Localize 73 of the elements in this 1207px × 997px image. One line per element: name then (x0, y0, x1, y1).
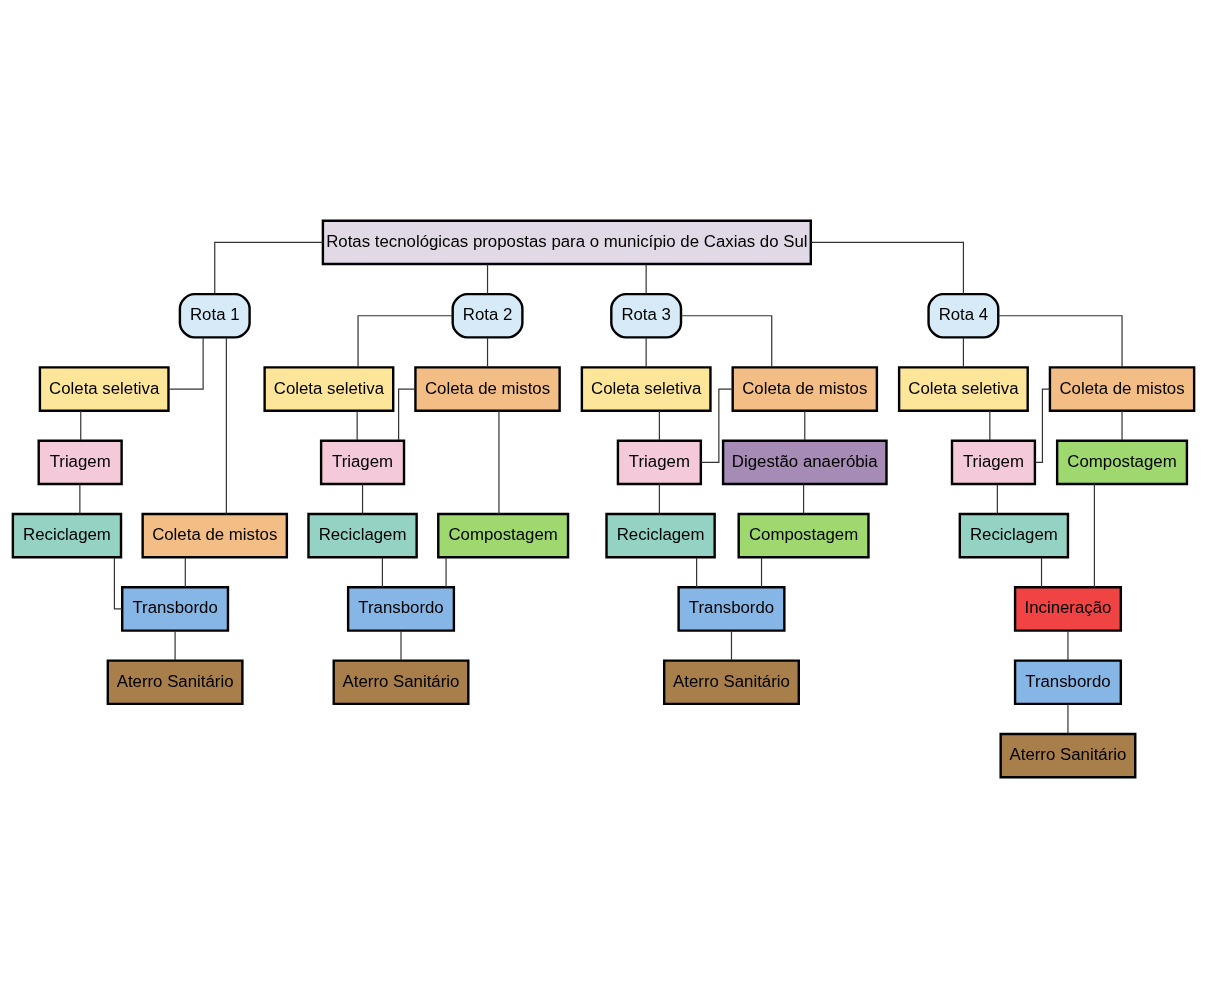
node-box: Coleta de mistos (1048, 365, 1196, 412)
connector (803, 483, 805, 514)
node-box: Aterro Sanitário (106, 658, 244, 705)
node-box: Triagem (950, 439, 1037, 485)
connector (658, 409, 660, 441)
connector (400, 629, 402, 661)
node-box: Compostagem (1055, 439, 1189, 485)
connector (996, 483, 998, 514)
node-box: Triagem (616, 439, 703, 485)
node-box: Reciclagem (605, 512, 716, 558)
node-box: Aterro Sanitário (999, 732, 1137, 778)
connector (680, 314, 773, 368)
connector (167, 336, 204, 390)
node-box: Coleta de mistos (731, 365, 879, 412)
node-box: Compostagem (437, 512, 570, 558)
connector (1067, 703, 1069, 734)
connector (79, 483, 81, 514)
node-box: Coleta seletiva (263, 365, 395, 412)
connector (184, 556, 186, 588)
node-box: Transbordo (1013, 658, 1123, 705)
connector (486, 263, 489, 294)
node-box: Triagem (319, 439, 406, 485)
connector (498, 409, 500, 515)
node-box: Transbordo (121, 585, 230, 632)
node-box: Coleta de mistos (141, 512, 289, 558)
connector (645, 336, 647, 368)
node-box: Rota 1 (178, 292, 251, 339)
connector (398, 387, 416, 441)
connector (696, 556, 698, 588)
connector (214, 241, 324, 294)
node-box: Reciclagem (307, 512, 418, 558)
node-box: Reciclagem (958, 512, 1070, 558)
connector (645, 263, 647, 294)
connector (962, 336, 964, 368)
node-box: Rotas tecnológicas propostas para o município de Caxias do Sul (321, 219, 812, 265)
connector (486, 336, 489, 368)
connector (357, 314, 454, 368)
connector (1040, 556, 1043, 588)
connector (810, 241, 964, 294)
connector (1067, 629, 1069, 661)
node-box: Transbordo (677, 585, 786, 632)
connector (361, 483, 364, 514)
connector (113, 556, 123, 610)
connector (804, 409, 806, 441)
node-box: Reciclagem (11, 512, 123, 558)
node-box: Rota 3 (610, 292, 683, 339)
connector (1121, 409, 1123, 441)
connector (989, 409, 991, 441)
node-box: Triagem (37, 439, 123, 485)
connector (658, 483, 660, 514)
node-box: Transbordo (346, 585, 456, 632)
node-box: Aterro Sanitário (332, 658, 470, 705)
connector (1034, 387, 1051, 463)
node-box: Digestão anaeróbia (721, 439, 888, 485)
connector (225, 336, 227, 514)
node-box: Coleta seletiva (897, 365, 1029, 412)
node-box: Rota 2 (451, 292, 524, 339)
connector (730, 629, 733, 661)
connector (998, 314, 1123, 368)
node-box: Aterro Sanitário (663, 658, 800, 705)
node-box: Coleta de mistos (414, 365, 561, 412)
connector (381, 556, 383, 588)
node-box: Coleta seletiva (38, 365, 170, 412)
node-box: Incineração (1013, 585, 1123, 632)
connector (356, 409, 358, 441)
connector (445, 556, 447, 588)
connector (174, 629, 176, 661)
connector (760, 556, 763, 588)
connector (80, 409, 82, 441)
node-box: Rota 4 (927, 292, 1000, 339)
connector (1093, 482, 1095, 588)
node-box: Compostagem (737, 512, 870, 558)
node-box: Coleta seletiva (580, 365, 712, 412)
